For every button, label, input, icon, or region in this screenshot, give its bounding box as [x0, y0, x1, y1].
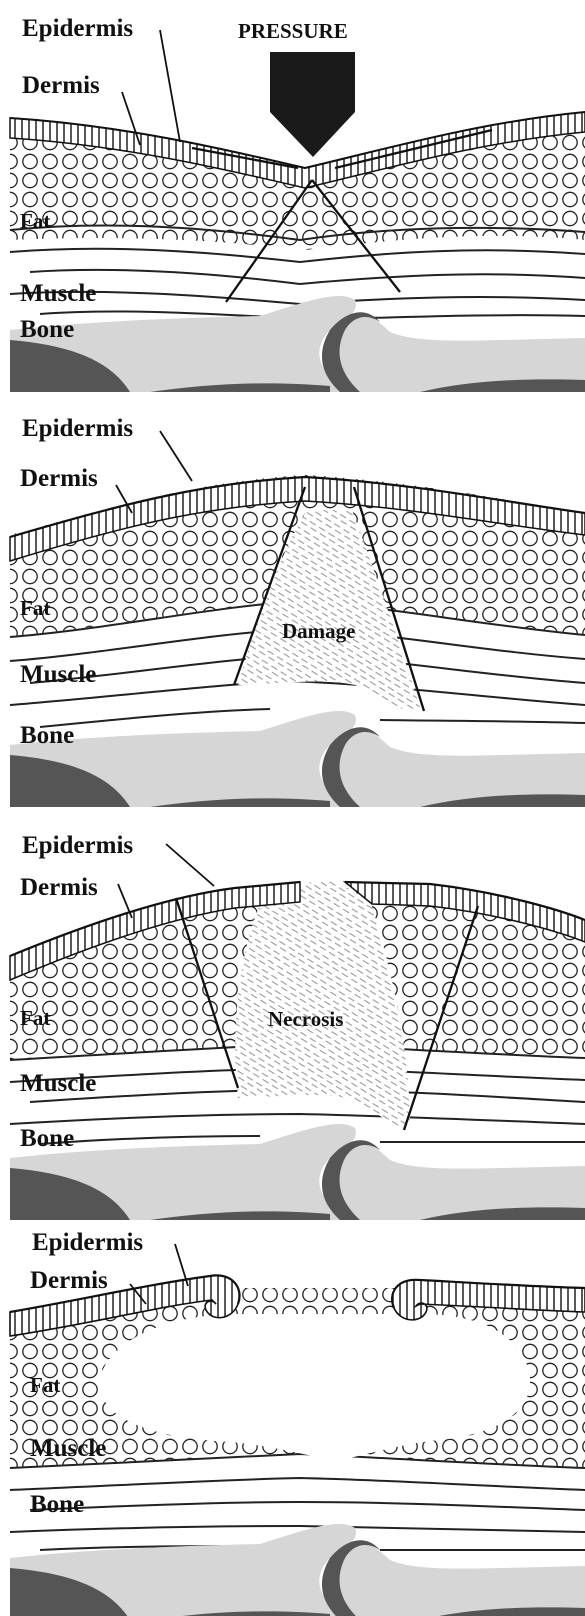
label-muscle: Muscle — [20, 280, 96, 307]
panel-1: Epidermis Dermis Fat Muscle Bone PRESSUR… — [10, 15, 585, 392]
label-dermis: Dermis — [20, 465, 98, 492]
label-bone: Bone — [30, 1491, 84, 1518]
label-epidermis: Epidermis — [32, 1229, 143, 1256]
label-dermis: Dermis — [22, 72, 100, 99]
panel-4: Epidermis Dermis Fat Muscle Bone — [10, 1229, 585, 1616]
label-epidermis: Epidermis — [22, 415, 133, 442]
label-epidermis: Epidermis — [22, 832, 133, 859]
label-fat: Fat — [20, 596, 50, 620]
label-bone: Bone — [20, 316, 74, 343]
label-dermis: Dermis — [20, 874, 98, 901]
label-pressure: PRESSURE — [238, 19, 348, 43]
label-necrosis: Necrosis — [268, 1007, 343, 1031]
label-muscle: Muscle — [30, 1435, 106, 1462]
label-fat: Fat — [20, 1006, 50, 1030]
label-dermis: Dermis — [30, 1267, 108, 1294]
label-bone: Bone — [20, 1125, 74, 1152]
label-fat: Fat — [30, 1373, 60, 1397]
panel-3: Epidermis Dermis Fat Muscle Bone Necrosi… — [10, 832, 585, 1220]
label-fat: Fat — [20, 209, 50, 233]
label-damage: Damage — [282, 619, 355, 643]
label-bone: Bone — [20, 722, 74, 749]
panel-2: Epidermis Dermis Fat Muscle Bone Damage — [10, 415, 585, 807]
label-muscle: Muscle — [20, 1070, 96, 1097]
pressure-arrow — [270, 52, 355, 157]
label-muscle: Muscle — [20, 661, 96, 688]
label-epidermis: Epidermis — [22, 15, 133, 42]
